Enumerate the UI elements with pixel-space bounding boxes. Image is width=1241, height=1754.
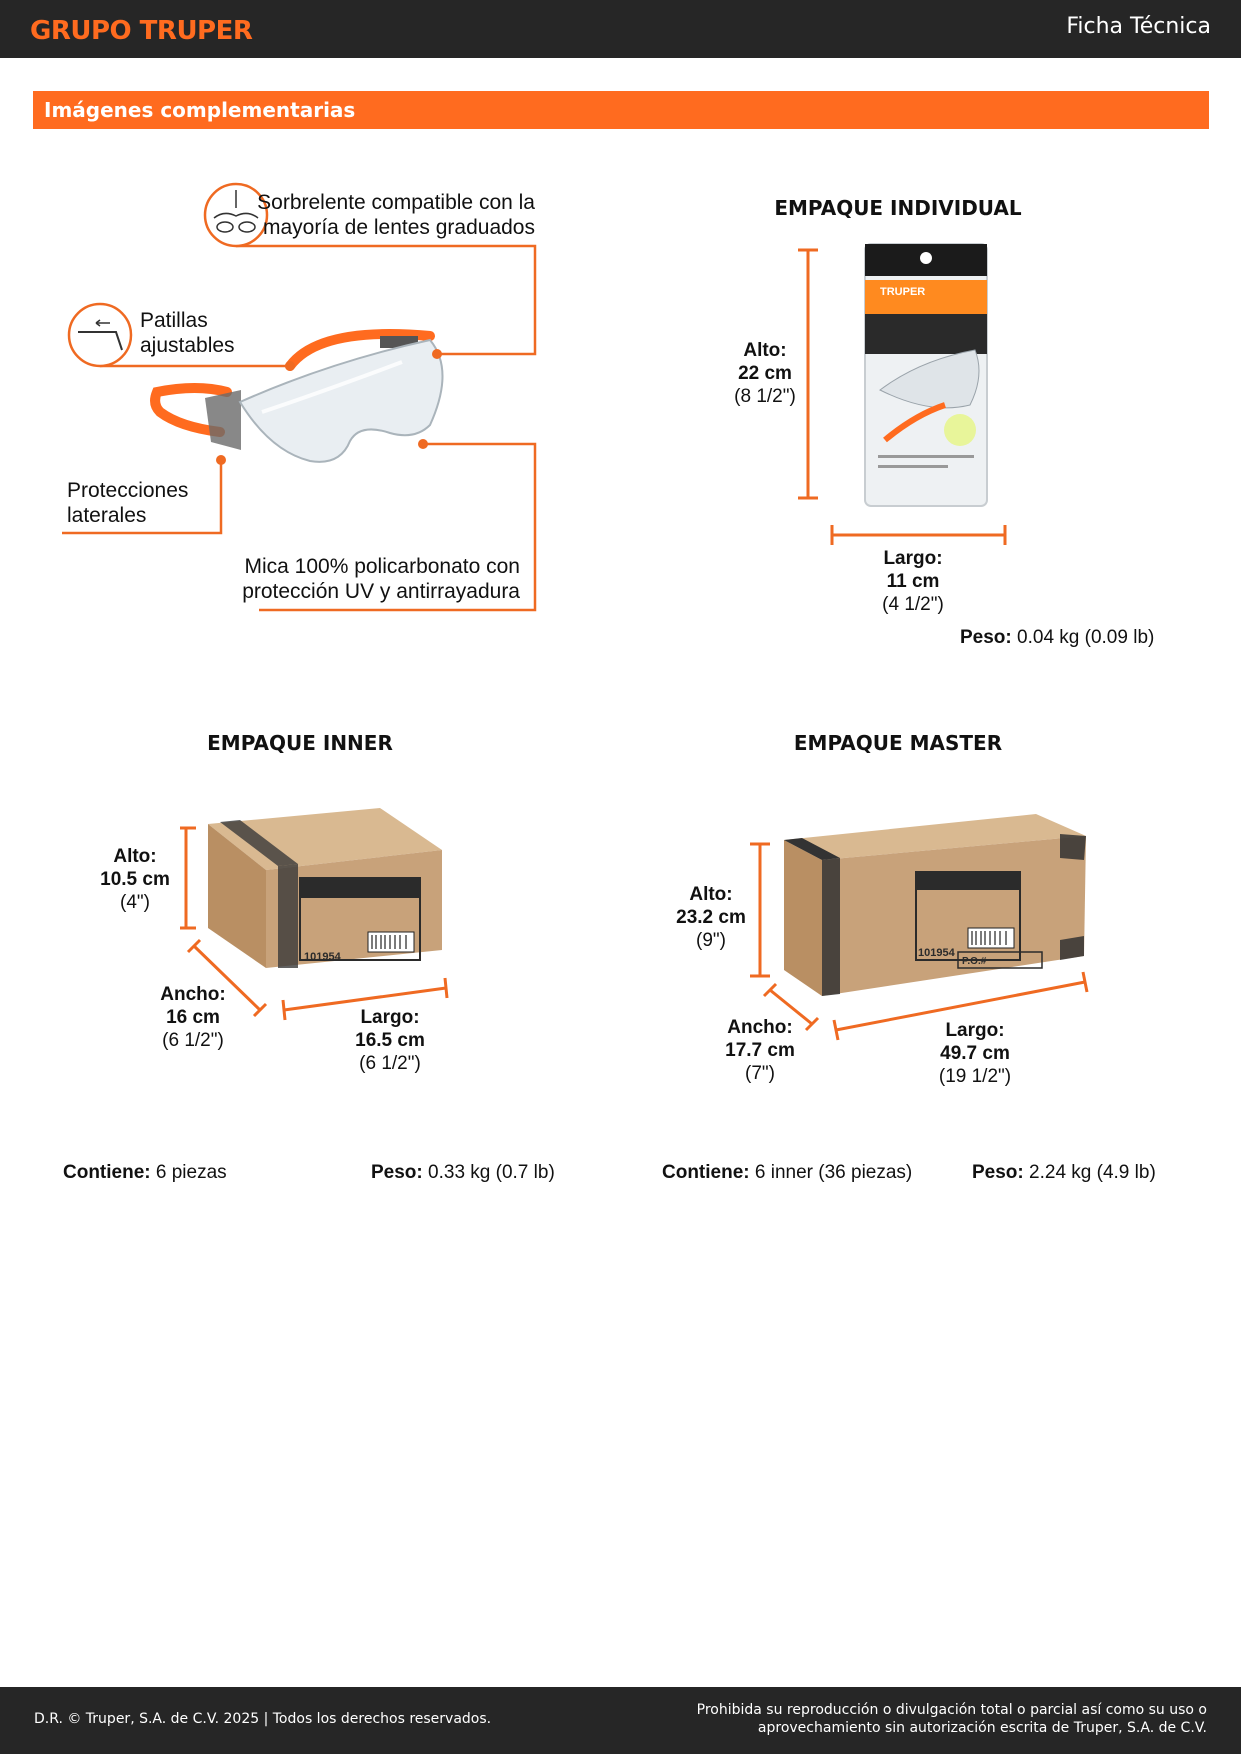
master-contents: Contiene: 6 inner (36 piezas) bbox=[662, 1162, 913, 1183]
product-illustration bbox=[62, 182, 537, 612]
inner-ancho: Ancho: 16 cm (6 1/2") bbox=[160, 984, 226, 1051]
header-bar bbox=[0, 0, 1241, 58]
individual-weight: Peso: 0.04 kg (0.09 lb) bbox=[960, 627, 1155, 648]
individual-package: TRUPER bbox=[798, 243, 1007, 545]
document-title: Ficha Técnica bbox=[1066, 14, 1211, 39]
inner-box: 101954 bbox=[180, 808, 449, 1021]
footer-copyright: D.R. © Truper, S.A. de C.V. 2025 | Todos… bbox=[34, 1711, 492, 1727]
callout-temples: Patillas ajustables bbox=[140, 309, 235, 358]
inner-alto: Alto: 10.5 cm (4") bbox=[100, 846, 170, 913]
individual-alto: Alto: 22 cm (8 1/2") bbox=[734, 340, 796, 407]
section-title: Imágenes complementarias bbox=[44, 98, 356, 122]
master-po-label: P.O.# bbox=[962, 956, 987, 967]
callout-lines bbox=[62, 244, 537, 612]
section-bar: Imágenes complementarias bbox=[33, 91, 1209, 129]
master-largo: Largo: 49.7 cm (19 1/2") bbox=[938, 1020, 1012, 1087]
footer-bar bbox=[0, 1687, 1241, 1754]
inner-title: EMPAQUE INNER bbox=[207, 731, 393, 755]
master-weight: Peso: 2.24 kg (4.9 lb) bbox=[972, 1162, 1156, 1183]
individual-dimension-lines bbox=[798, 248, 1007, 545]
master-alto: Alto: 23.2 cm (9") bbox=[676, 884, 746, 951]
individual-title: EMPAQUE INDIVIDUAL bbox=[774, 196, 1022, 220]
callout-overglass: Sorbrelente compatible con la mayoría de… bbox=[257, 191, 535, 240]
safety-glasses bbox=[150, 329, 444, 465]
master-box: 101954 P.O.# bbox=[750, 814, 1089, 1041]
inner-box-code: 101954 bbox=[304, 951, 342, 963]
master-title: EMPAQUE MASTER bbox=[793, 731, 1003, 755]
master-ancho: Ancho: 17.7 cm (7") bbox=[725, 1017, 795, 1084]
individual-largo: Largo: 11 cm (4 1/2") bbox=[882, 548, 944, 615]
master-dimension-lines bbox=[750, 842, 1089, 1041]
brand-logo: GRUPO TRUPER bbox=[30, 16, 253, 46]
pkg-brand: TRUPER bbox=[880, 286, 925, 298]
inner-weight: Peso: 0.33 kg (0.7 lb) bbox=[371, 1162, 555, 1183]
master-box-code: 101954 bbox=[918, 947, 956, 959]
adjustable-temple-icon bbox=[67, 302, 133, 368]
overglass-icon bbox=[203, 182, 269, 248]
inner-dimension-lines bbox=[180, 826, 449, 1021]
footer-disclaimer: Prohibida su reproducción o divulgación … bbox=[696, 1702, 1207, 1736]
inner-largo: Largo: 16.5 cm (6 1/2") bbox=[355, 1007, 425, 1074]
callout-side-shields: Protecciones laterales bbox=[67, 479, 189, 528]
callout-lens: Mica 100% policarbonato con protección U… bbox=[242, 555, 520, 604]
inner-contents: Contiene: 6 piezas bbox=[63, 1162, 227, 1183]
